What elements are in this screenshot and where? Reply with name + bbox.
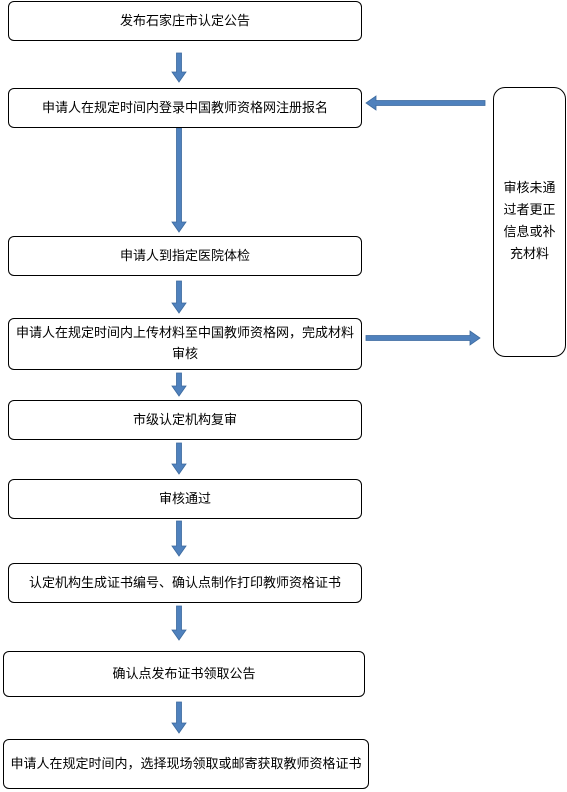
arrow-s2-to-s3 bbox=[171, 127, 187, 233]
step-pickup-announcement: 确认点发布证书领取公告 bbox=[3, 651, 365, 697]
arrow-s3-to-s4 bbox=[171, 280, 187, 314]
step-online-registration: 申请人在规定时间内登录中国教师资格网注册报名 bbox=[8, 88, 362, 128]
step-medical-exam-text: 申请人到指定医院体检 bbox=[119, 248, 250, 264]
step-upload-materials: 申请人在规定时间内上传材料至中国教师资格网，完成材料审核 bbox=[8, 318, 362, 370]
arrow-s5-to-s6 bbox=[171, 442, 187, 475]
step-online-registration-text: 申请人在规定时间内登录中国教师资格网注册报名 bbox=[41, 100, 328, 116]
arrow-s1-to-s2 bbox=[171, 52, 187, 83]
step-review-passed: 审核通过 bbox=[8, 479, 362, 519]
step-generate-certificate: 认定机构生成证书编号、确认点制作打印教师资格证书 bbox=[8, 563, 362, 603]
step-collect-certificate: 申请人在规定时间内，选择现场领取或邮寄获取教师资格证书 bbox=[3, 739, 369, 789]
step-medical-exam: 申请人到指定医院体检 bbox=[8, 236, 362, 276]
step-upload-materials-text: 申请人在规定时间内上传材料至中国教师资格网，完成材料审核 bbox=[15, 326, 354, 362]
arrow-s6-to-s7 bbox=[171, 520, 187, 557]
step-generate-certificate-text: 认定机构生成证书编号、确认点制作打印教师资格证书 bbox=[28, 575, 341, 591]
arrow-s8-to-s9 bbox=[171, 701, 187, 734]
step-publish-announcement: 发布石家庄市认定公告 bbox=[8, 1, 362, 41]
step-pickup-announcement-text: 确认点发布证书领取公告 bbox=[112, 666, 256, 682]
side-note-correction: 审核未通过者更正信息或补充材料 bbox=[493, 87, 566, 357]
side-note-correction-text: 审核未通过者更正信息或补充材料 bbox=[503, 181, 556, 262]
step-collect-certificate-text: 申请人在规定时间内，选择现场领取或邮寄获取教师资格证书 bbox=[10, 756, 362, 772]
arrow-s7-to-s8 bbox=[171, 605, 187, 641]
arrow-s4-to-s5 bbox=[171, 372, 187, 397]
step-publish-announcement-text: 发布石家庄市认定公告 bbox=[119, 13, 250, 29]
arrow-side-to-s2 bbox=[365, 95, 486, 111]
step-city-review-text: 市级认定机构复审 bbox=[132, 412, 237, 428]
step-city-review: 市级认定机构复审 bbox=[8, 400, 362, 440]
arrow-s4-to-side bbox=[365, 330, 481, 346]
step-review-passed-text: 审核通过 bbox=[158, 491, 211, 507]
